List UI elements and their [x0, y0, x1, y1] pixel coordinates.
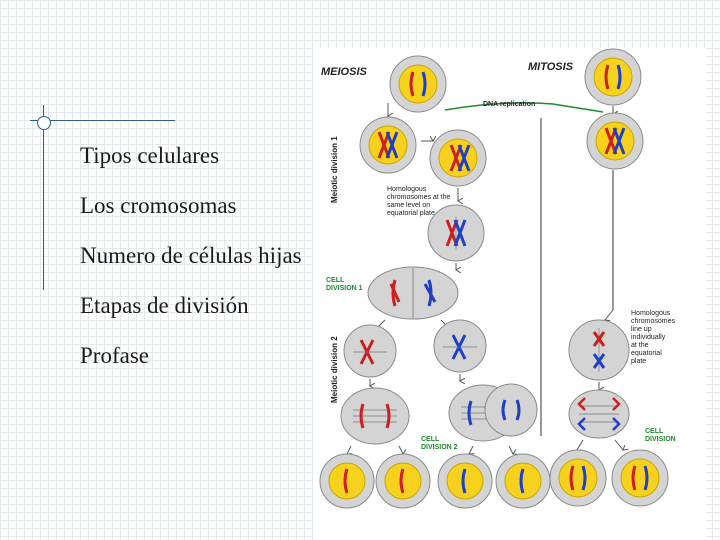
meiosis-dividing-cell-1 [368, 267, 458, 319]
meiosis-replicated-cell [360, 117, 416, 173]
mitosis-equatorial-cell [569, 320, 629, 380]
mitosis-title: MITOSIS [528, 61, 574, 73]
meiosis-gamete-1 [320, 454, 374, 508]
cell-division-2-caption: CELL DIVISION 2 [421, 436, 458, 451]
meiosis-second-division-cell-left [341, 388, 409, 444]
meiotic-division-2-label: Meiotic division 2 [330, 336, 339, 403]
mitosis-anaphase-cell [569, 390, 629, 438]
bullet-profase: Profase [80, 340, 310, 372]
mitosis-daughter-cell-1 [550, 450, 606, 506]
meiosis-equatorial-cell [428, 205, 484, 261]
decor-horizontal-line [30, 120, 175, 121]
meiosis-paired-cell [430, 130, 486, 186]
meiotic-division-1-label: Meiotic division 1 [330, 136, 339, 203]
decor-vertical-line [43, 105, 44, 290]
bullet-etapas-division: Etapas de división [80, 290, 310, 322]
meiosis-second-division-cell-extra [485, 384, 537, 436]
arrow-meiosis-6d [509, 446, 513, 454]
arrow-mitosis-4a [577, 440, 583, 450]
meiosis-daughter-cell-red [344, 325, 396, 377]
topic-list: Tipos celulares Los cromosomas Numero de… [80, 140, 310, 390]
mitosis-daughter-cell-2 [612, 450, 668, 506]
arrow-meiosis-6b [399, 446, 403, 454]
meiosis-gamete-3 [438, 454, 492, 508]
decor-circle [37, 116, 51, 130]
meiosis-title: MEIOSIS [321, 66, 368, 78]
cell-division-mitosis-caption: CELL DIVISION [645, 428, 676, 443]
meiosis-daughter-cell-blue [434, 320, 486, 372]
dna-replication-label: DNA replication [483, 101, 535, 108]
arrow-mitosis-2 [605, 310, 613, 320]
arrow-meiosis-6a [347, 446, 351, 454]
cell-division-1-caption: CELL DIVISION 1 [326, 277, 363, 292]
meiosis-initial-cell [390, 56, 446, 112]
bullet-cromosomas: Los cromosomas [80, 190, 310, 222]
mitosis-replicated-cell [587, 113, 643, 169]
bullet-numero-celulas: Numero de células hijas [80, 240, 310, 272]
bullet-tipos-celulares: Tipos celulares [80, 140, 310, 172]
homologous-mitosis-caption: Homologous chromosomes line up individua… [631, 310, 677, 365]
mitosis-initial-cell [585, 49, 641, 105]
diagram-svg: MEIOSIS MITOSIS DNA replication Meiotic … [313, 48, 706, 540]
arrow-meiosis-6c [469, 446, 473, 454]
meiosis-gamete-2 [376, 454, 430, 508]
meiosis-gamete-4 [496, 454, 550, 508]
meiosis-mitosis-diagram: MEIOSIS MITOSIS DNA replication Meiotic … [313, 48, 706, 540]
arrow-mitosis-4b [615, 440, 623, 450]
